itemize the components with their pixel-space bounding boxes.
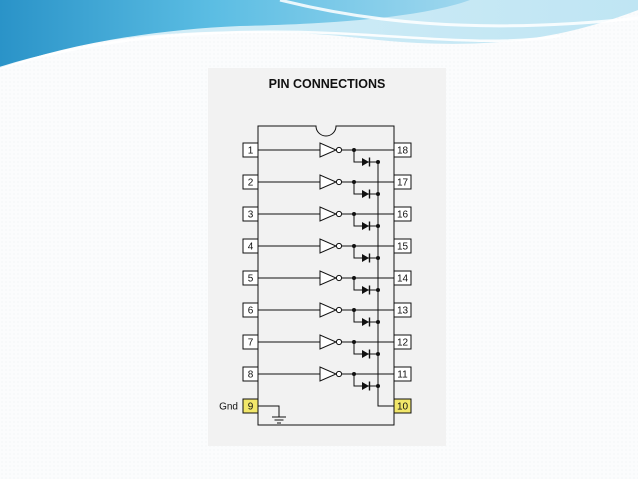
pin-number: 3 [248,210,254,221]
junction-dot [376,384,380,388]
diode-wire [353,246,378,259]
diode-wire [353,374,378,387]
diode-icon [362,222,369,230]
diode-icon [362,382,369,390]
pin-number: 12 [397,338,409,349]
junction-dot [376,320,380,324]
pin-number: 14 [397,274,409,285]
inverter-bubble-icon [335,242,343,250]
diode-icon [362,190,369,198]
ic-package: 1 18 2 17 3 16 4 15 5 14 6 13 7 12 8 11 9 10 Gnd [219,125,412,426]
inverter-gate-icon [319,142,338,158]
inverter-bubble-icon [335,370,343,378]
diode-icon [362,158,369,166]
inverter-bubble-icon [335,306,343,314]
pin-number: 6 [248,306,254,317]
pin-number: 13 [397,306,409,317]
pin-number: 4 [248,242,254,253]
pin-number: 10 [397,402,409,413]
inverter-gate-icon [319,270,338,286]
pin-connections-figure: PIN CONNECTIONS 1 18 2 17 3 16 4 15 5 14 6 13 7 12 8 11… [208,68,446,446]
pin-number: 18 [397,146,409,157]
pin-number: 5 [248,274,254,285]
inverter-gate-icon [319,206,338,222]
inverter-bubble-icon [335,146,343,154]
ground-wire [258,405,280,417]
junction-dot [376,256,380,260]
junction-dot [376,192,380,196]
inverter-gate-icon [319,238,338,254]
inverter-gate-icon [319,174,338,190]
junction-dot [376,288,380,292]
pin-number: 15 [397,242,409,253]
junction-dot [376,160,380,164]
inverter-bubble-icon [335,178,343,186]
junction-dot [376,352,380,356]
pin-number: 16 [397,210,409,221]
inverter-bubble-icon [335,210,343,218]
pin-number: 1 [248,146,254,157]
inverter-bubble-icon [335,274,343,282]
inverter-gate-icon [319,366,338,382]
diode-icon [362,254,369,262]
diode-wire [353,278,378,291]
diode-icon [362,286,369,294]
diode-icon [362,318,369,326]
inverter-gate-icon [319,302,338,318]
ic-body [257,125,395,426]
gnd-label: Gnd [219,402,238,413]
pin-number: 2 [248,178,254,189]
diode-wire [353,310,378,323]
diode-wire [353,150,378,163]
common-bus-wire [377,162,394,407]
diode-wire [353,182,378,195]
pin-number: 9 [248,402,254,413]
pin-number: 11 [397,370,408,381]
junction-dot [376,224,380,228]
diode-wire [353,214,378,227]
diode-wire [353,342,378,355]
inverter-gate-icon [319,334,338,350]
pin-number: 7 [248,338,254,349]
pin-number: 8 [248,370,254,381]
inverter-bubble-icon [335,338,343,346]
pin-number: 17 [397,178,409,189]
figure-title: PIN CONNECTIONS [269,77,386,91]
header-swoosh-decoration [0,0,638,70]
pinout-diagram: PIN CONNECTIONS 1 18 2 17 3 16 4 15 5 14 6 13 7 12 8 11… [219,77,412,426]
diode-icon [362,350,369,358]
